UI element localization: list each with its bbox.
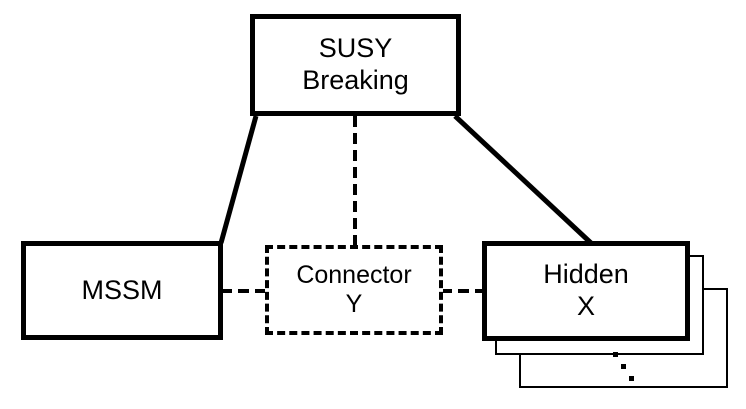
edge-susy-to-mssm	[218, 115, 259, 244]
node-hidden-x-label-line2: X	[576, 291, 595, 321]
node-connector-y[interactable]: Connector Y	[265, 245, 443, 335]
edge-susy-to-hidden	[453, 114, 593, 245]
node-hidden-x[interactable]: Hidden X	[482, 241, 690, 341]
node-connector-y-label-line2: Y	[345, 290, 363, 318]
node-hidden-x-label-line1: Hidden	[543, 259, 629, 290]
node-connector-y-label-line1: Connector	[296, 260, 412, 289]
node-mssm-label: MSSM	[81, 274, 163, 305]
ellipsis-dots-icon	[613, 352, 643, 386]
node-susy-breaking-label-line1: SUSY	[318, 33, 393, 64]
node-susy-breaking-label-line2: Breaking	[302, 65, 409, 95]
node-susy-breaking[interactable]: SUSY Breaking	[250, 14, 461, 116]
node-mssm[interactable]: MSSM	[21, 241, 223, 340]
